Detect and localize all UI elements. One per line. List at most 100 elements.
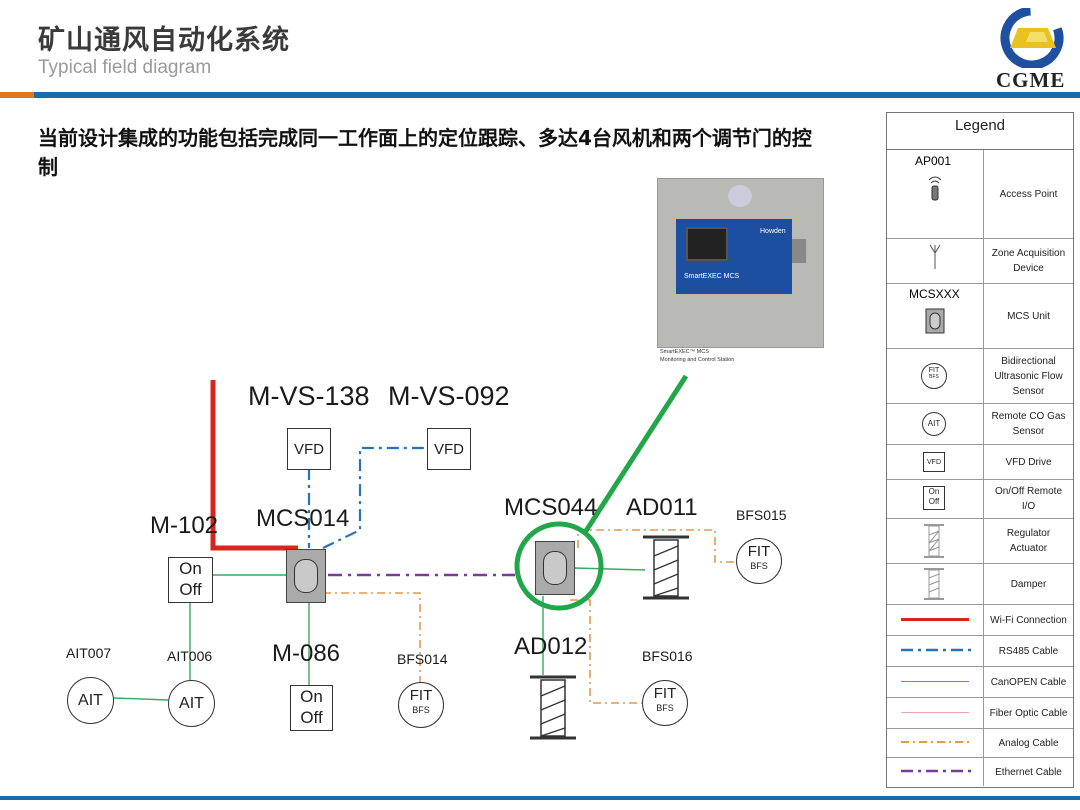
legend-text-fiber: Fiber Optic Cable xyxy=(989,707,1068,719)
regulator-icon xyxy=(924,524,944,558)
bfs016-bfs: BFS xyxy=(656,703,674,713)
label-m-086: M-086 xyxy=(272,640,341,667)
analog-line-bfs016 xyxy=(570,599,642,704)
legend-fiber-line xyxy=(901,712,969,713)
analog-line-bfs015 xyxy=(577,529,738,563)
footer-divider-bar xyxy=(0,796,1080,800)
bfs015-fit: FIT xyxy=(747,543,771,560)
legend-ait-icon: AIT xyxy=(922,412,946,436)
bfs016-flow-sensor: FIT BFS xyxy=(642,680,688,726)
legend-off-text: Off xyxy=(928,497,940,506)
label-mcs014: MCS014 xyxy=(256,505,350,532)
mcs-station-photo: Howden SmartEXEC MCS xyxy=(657,178,824,348)
legend-row-canopen: CanOPEN Cable xyxy=(887,667,1073,698)
legend-canopen-line xyxy=(901,681,969,682)
wifi-connection-line xyxy=(210,380,298,551)
legend-onoff-icon: On Off xyxy=(923,486,945,510)
legend-text-co-sensor: Remote CO Gas Sensor xyxy=(991,411,1066,437)
legend-on-text: On xyxy=(928,487,940,496)
photo-caption-2: Monitoring and Control Station xyxy=(660,357,735,363)
label-ad012: AD012 xyxy=(514,633,588,660)
bfs015-bfs: BFS xyxy=(750,561,768,571)
legend-text-mcs-unit: MCS Unit xyxy=(1007,310,1050,322)
legend-text-canopen: CanOPEN Cable xyxy=(990,676,1067,688)
legend-row-wifi: Wi-Fi Connection xyxy=(887,605,1073,636)
label-m-vs-138: M-VS-138 xyxy=(248,381,370,411)
legend-row-onoff: On Off On/Off Remote I/O xyxy=(887,480,1073,519)
page-title: 矿山通风自动化系统 xyxy=(38,25,290,56)
label-ait007: AIT007 xyxy=(66,645,112,661)
photo-knob xyxy=(728,185,752,207)
legend-rs485-line xyxy=(901,648,971,652)
legend-flow-sensor-icon: FIT BFS xyxy=(921,363,947,389)
legend-text-onoff: On/Off Remote I/O xyxy=(994,486,1063,512)
mcs014-unit xyxy=(286,549,326,603)
legend-text-flow-sensor: Bidirectional Ultrasonic Flow Sensor xyxy=(994,355,1063,397)
label-m-vs-092: M-VS-092 xyxy=(388,381,510,411)
legend-row-damper: Damper xyxy=(887,564,1073,605)
page-subtitle: Typical field diagram xyxy=(38,57,212,78)
legend-text-regulator: Regulator Actuator xyxy=(1006,528,1051,554)
photo-brand: Howden xyxy=(760,228,786,235)
legend-row-access-point: AP001 Access Point xyxy=(887,150,1073,239)
legend-row-vfd: VFD VFD Drive xyxy=(887,445,1073,480)
legend-text-damper: Damper xyxy=(1010,578,1047,590)
onoff-m-086-off: Off xyxy=(300,708,323,727)
logo-text: CGME xyxy=(996,68,1066,92)
header-divider-bar xyxy=(34,92,1080,98)
legend-row-mcs-unit: MCSXXX MCS Unit xyxy=(887,284,1073,349)
bfs014-bfs: BFS xyxy=(412,705,430,715)
access-point-icon xyxy=(928,176,942,201)
damper-icon xyxy=(924,568,944,600)
label-mcs044: MCS044 xyxy=(504,494,598,521)
legend-vfd-icon: VFD xyxy=(923,452,945,472)
mcs-unit-icon xyxy=(925,308,945,334)
onoff-m-086-on: On xyxy=(300,687,323,706)
canopen-line-ad011 xyxy=(573,567,646,571)
ait007-sensor: AIT xyxy=(67,677,114,724)
bfs014-fit: FIT xyxy=(409,687,433,704)
canopen-line-ait007 xyxy=(113,697,169,701)
rs485-line-vfd092 xyxy=(322,446,427,549)
legend-title: Legend xyxy=(887,113,1073,150)
legend-panel: Legend AP001 Access Point Zone Acquisiti… xyxy=(886,112,1074,788)
legend-wifi-line xyxy=(901,618,969,621)
legend-text-wifi: Wi-Fi Connection xyxy=(990,614,1067,626)
onoff-m-102: On Off xyxy=(168,557,213,603)
legend-ethernet-line xyxy=(901,769,971,773)
onoff-m-102-on: On xyxy=(179,559,202,578)
cgme-logo-icon xyxy=(1000,8,1064,68)
label-bfs016: BFS016 xyxy=(642,648,693,664)
bfs015-flow-sensor: FIT BFS xyxy=(736,538,782,584)
onoff-m-102-off: Off xyxy=(179,580,202,599)
bfs016-fit: FIT xyxy=(653,685,677,702)
legend-text-vfd: VFD Drive xyxy=(1005,456,1052,468)
mcs044-unit xyxy=(535,541,575,595)
legend-fit-text: FIT xyxy=(928,367,940,374)
legend-text-zone-acquisition: Zone Acquisition Device xyxy=(991,248,1066,274)
legend-row-fiber: Fiber Optic Cable xyxy=(887,698,1073,729)
legend-row-regulator: Regulator Actuator xyxy=(887,519,1073,564)
legend-bfs-text: BFS xyxy=(929,374,939,380)
ad012-damper-symbol xyxy=(530,675,576,740)
vfd-m-vs-092: VFD xyxy=(427,428,471,470)
ad011-damper-symbol xyxy=(643,535,689,600)
legend-text-rs485: RS485 Cable xyxy=(998,645,1059,657)
label-bfs015: BFS015 xyxy=(736,507,787,523)
legend-mcsxxx-label: MCSXXX xyxy=(909,287,960,301)
label-bfs014: BFS014 xyxy=(397,651,448,667)
legend-row-zone-acquisition: Zone Acquisition Device xyxy=(887,239,1073,284)
legend-row-rs485: RS485 Cable xyxy=(887,636,1073,667)
label-m-102: M-102 xyxy=(150,512,219,539)
bfs014-flow-sensor: FIT BFS xyxy=(398,682,444,728)
legend-row-flow-sensor: FIT BFS Bidirectional Ultrasonic Flow Se… xyxy=(887,349,1073,404)
legend-row-ethernet: Ethernet Cable xyxy=(887,758,1073,786)
legend-analog-line xyxy=(901,741,971,743)
vfd-m-vs-138: VFD xyxy=(287,428,331,470)
photo-display xyxy=(686,227,728,261)
label-ait006: AIT006 xyxy=(167,648,213,664)
legend-ap001-label: AP001 xyxy=(915,154,952,168)
onoff-m-086: On Off xyxy=(290,685,333,731)
photo-caption-1: SmartEXEC™ MCS xyxy=(660,349,709,355)
